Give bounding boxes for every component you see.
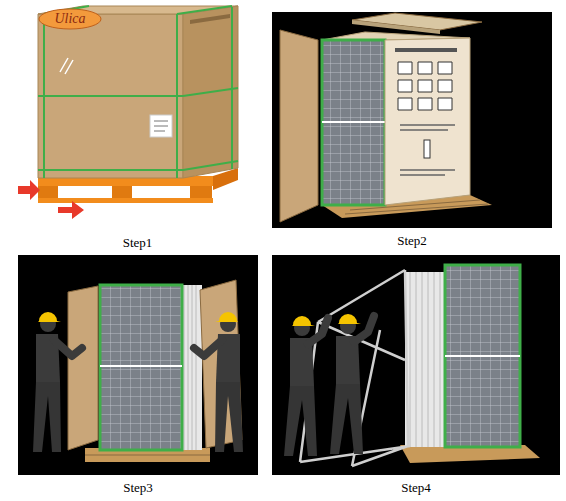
worker	[33, 312, 82, 452]
shipping-label	[150, 115, 172, 137]
step-panel: Step1 Ulica	[15, 2, 260, 250]
carton-door	[280, 30, 318, 222]
forklift-arrow	[18, 180, 40, 200]
panel-background	[272, 255, 560, 475]
module-band	[100, 365, 182, 367]
step-panel: Step2	[272, 12, 552, 248]
solar-module-stack	[322, 40, 385, 205]
pallet-block	[38, 186, 212, 200]
worker	[284, 316, 328, 456]
module-edges	[405, 272, 445, 447]
frame-bar	[300, 270, 410, 466]
green-strap	[38, 6, 238, 178]
print-line	[395, 48, 457, 52]
fragile-mark	[60, 58, 73, 74]
hand-slot	[190, 14, 230, 24]
side-board	[68, 286, 98, 450]
step-caption: Step4	[272, 480, 560, 495]
pallet-lines	[85, 455, 210, 456]
step-caption: Ulica	[38, 8, 102, 30]
packed-carton	[18, 6, 238, 219]
handling-icon	[398, 62, 452, 110]
solar-module-stack	[100, 285, 182, 450]
panel-background	[272, 12, 552, 228]
label-lines	[154, 121, 168, 131]
opened-carton	[272, 12, 552, 228]
forklift-arrow	[58, 201, 84, 219]
step-panel: Step3	[18, 255, 258, 495]
solar-module-stack	[445, 265, 520, 447]
worker	[330, 314, 374, 454]
module-edge-lines	[410, 272, 440, 447]
brand-oval: Ulica	[38, 8, 102, 30]
step-caption: Step3	[18, 480, 258, 495]
module-edge-lines	[184, 285, 196, 450]
step-caption: Step2	[272, 233, 552, 248]
panel-background	[18, 255, 258, 475]
pallet-base	[38, 198, 213, 203]
handling-icon	[424, 140, 430, 158]
carton-side	[385, 38, 470, 205]
print-line	[400, 125, 455, 175]
support-frame	[272, 255, 560, 475]
worker	[194, 312, 243, 452]
module-band	[322, 121, 385, 123]
lid-edge	[352, 20, 440, 34]
remove-boards	[18, 255, 258, 475]
oval-outline	[39, 9, 101, 29]
step-caption: Step1	[15, 235, 260, 250]
module-band	[445, 355, 520, 357]
step-panel: Step4	[272, 255, 560, 495]
